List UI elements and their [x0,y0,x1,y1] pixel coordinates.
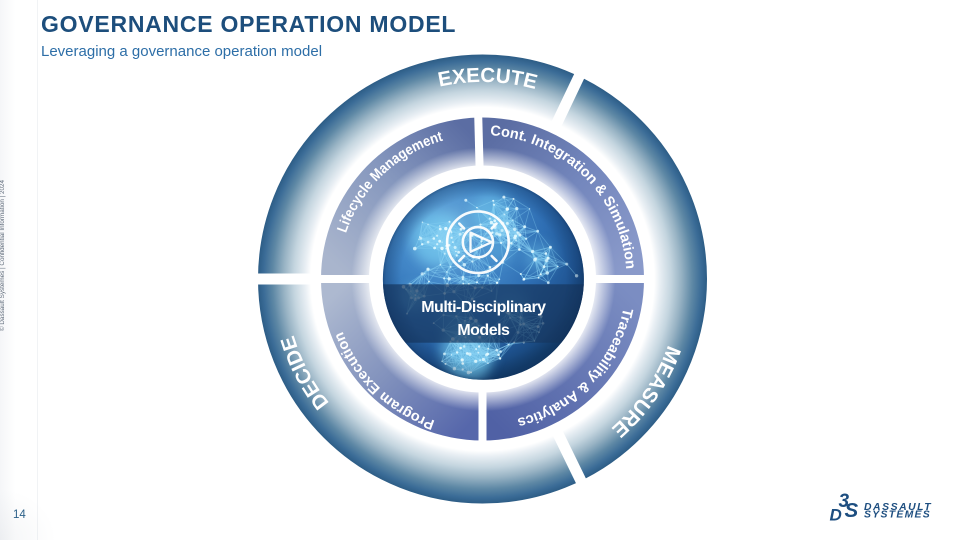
svg-text:DASSAULT: DASSAULT [864,502,932,513]
svg-text:SYSTEMES: SYSTEMES [864,510,931,521]
svg-text:Models: Models [457,322,510,339]
svg-text:S: S [845,499,859,522]
svg-text:Multi-Disciplinary: Multi-Disciplinary [421,299,546,316]
svg-text:3: 3 [839,491,850,512]
svg-text:D: D [830,505,842,524]
